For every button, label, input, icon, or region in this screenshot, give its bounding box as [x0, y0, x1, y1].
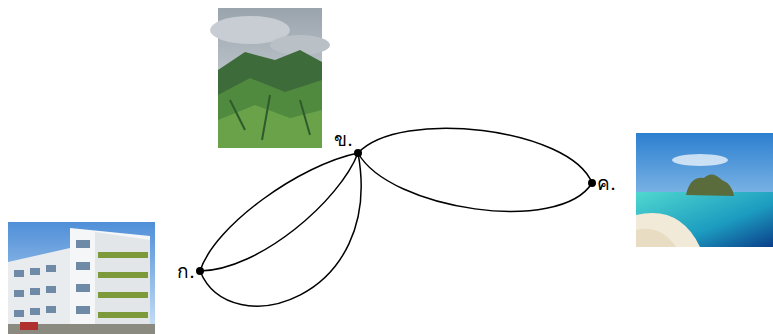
graph-edge	[200, 153, 361, 306]
vertex-label: ค.	[592, 170, 621, 197]
building-photo	[8, 222, 155, 334]
vertex-label: ข.	[329, 126, 358, 153]
beach-photo	[636, 133, 773, 247]
graph-edge	[358, 128, 592, 183]
vertex-label: ก.	[172, 258, 200, 285]
vertex-dot	[588, 179, 596, 187]
vertex-dot	[196, 267, 204, 275]
vertex-name: ค.	[597, 172, 616, 194]
vertex-name: ก.	[177, 260, 195, 282]
mountain-photo	[210, 8, 330, 148]
graph-edge	[200, 153, 358, 271]
graph-edge	[358, 153, 592, 211]
vertex-name: ข.	[334, 128, 353, 150]
vertex-dot	[354, 149, 362, 157]
graph-edge	[200, 153, 358, 271]
